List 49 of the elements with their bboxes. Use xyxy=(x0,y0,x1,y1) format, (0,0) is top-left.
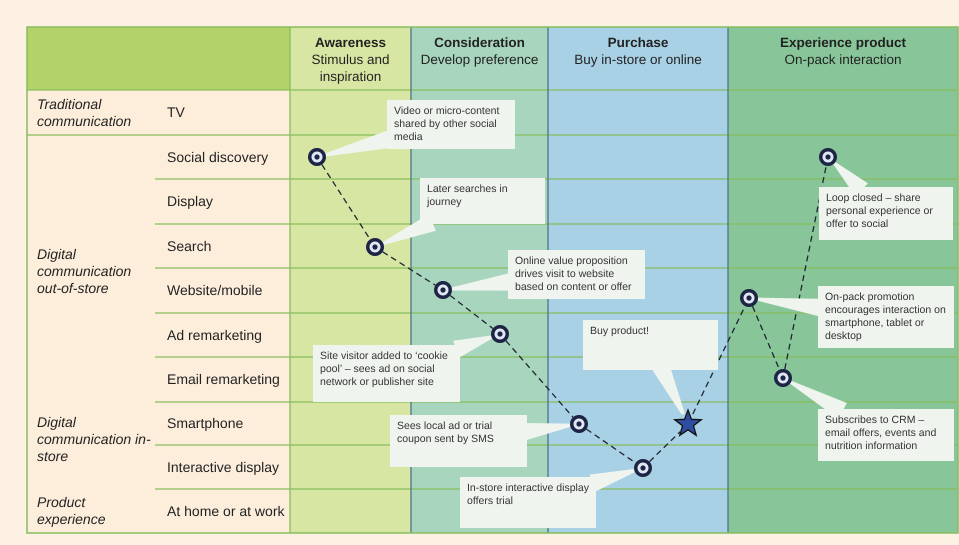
callout-box: In-store interactive display offers trial xyxy=(460,477,596,528)
touchpoint-marker xyxy=(365,237,385,257)
stage-description: Stimulus and inspiration xyxy=(310,51,391,85)
callout-pointer xyxy=(453,335,492,358)
touchpoint-marker xyxy=(739,288,759,308)
journey-path xyxy=(648,431,681,462)
channel-label: Smartphone xyxy=(167,415,244,432)
channel-label: Website/mobile xyxy=(167,282,262,299)
touchpoint-marker xyxy=(490,324,510,344)
channel-label: Email remarketing xyxy=(167,371,280,388)
touchpoint-marker xyxy=(307,147,327,167)
callout-box: Later searches in journey xyxy=(420,178,545,224)
stage-heading: Experience product xyxy=(780,34,906,50)
journey-path xyxy=(450,294,494,330)
touchpoint-marker xyxy=(633,458,653,478)
stage-description: On-pack interaction xyxy=(784,51,902,68)
stage-heading: Consideration xyxy=(434,34,525,50)
callout-pointer xyxy=(590,469,635,492)
journey-path xyxy=(586,428,636,464)
journey-path xyxy=(382,251,436,286)
touchpoint-marker xyxy=(818,147,838,167)
channel-label: Interactive display xyxy=(167,458,280,476)
channel-label: Display xyxy=(167,193,213,210)
journey-path xyxy=(752,306,780,370)
journey-path xyxy=(505,340,574,418)
touchpoint-marker xyxy=(433,280,453,300)
channel-group-label: Digital communication in-store xyxy=(37,414,152,464)
channel-label: Search xyxy=(167,238,212,254)
journey-path xyxy=(321,164,371,240)
channel-group-label: Traditional communication xyxy=(37,96,132,130)
channel-label: Ad remarketing xyxy=(167,326,262,344)
stage-heading: Purchase xyxy=(608,34,668,50)
callout-box: On-pack promotion encourages interaction on smartphone, tablet or desktop xyxy=(818,286,954,348)
touchpoint-marker xyxy=(773,368,793,388)
callout-box: Sees local ad or trial coupon sent by SMS xyxy=(390,415,527,467)
callout-box: Online value proposition drives visit to website based on content or offer xyxy=(508,250,645,299)
channel-group-label: Product experience xyxy=(37,494,106,528)
callout-box: Video or micro-content shared by other social media xyxy=(387,100,515,149)
touchpoint-marker xyxy=(569,414,589,434)
stage-description: Develop preference xyxy=(420,51,538,68)
journey-path xyxy=(784,166,827,370)
purchase-star xyxy=(673,409,703,439)
channel-label: Social discovery xyxy=(167,148,268,166)
channel-label: At home or at work xyxy=(167,502,284,520)
stage-description: Buy in-store or online xyxy=(574,51,702,68)
channel-group-label: Digital communication out-of-store xyxy=(37,246,132,296)
stage-heading: Awareness xyxy=(314,34,386,50)
channel-label: TV xyxy=(167,104,185,121)
callout-box: Site visitor added to ‘cookie pool’ – sees ad on social network or publisher site xyxy=(313,345,460,402)
